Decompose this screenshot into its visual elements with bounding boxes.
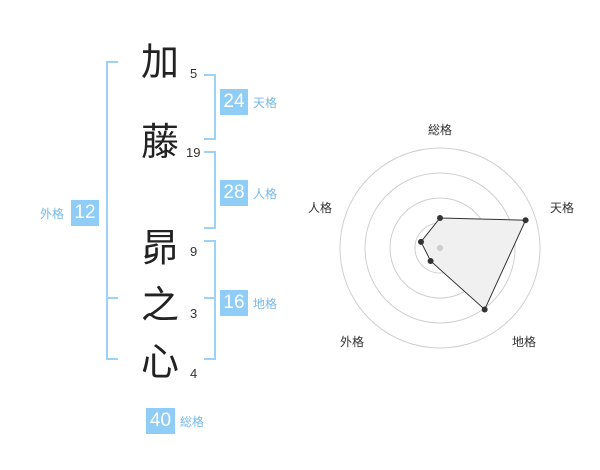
radar-point-4 (427, 257, 434, 264)
name-char-1: 加 (140, 40, 179, 84)
tenkaku-label: 天格 (253, 96, 278, 110)
gaikaku-label: 外格 (40, 207, 65, 221)
radar-center-dot (437, 245, 443, 251)
radar-area (420, 217, 527, 311)
gaikaku-bracket (106, 61, 118, 360)
chikaku-label: 地格 (253, 297, 278, 311)
name-char-2: 藤 (140, 120, 179, 164)
radar-chart: 総格 天格 地格 外格 人格 (308, 122, 574, 349)
axis-label-tenkaku: 天格 (550, 200, 574, 215)
name-char-5: 心 (140, 340, 179, 384)
radar-point-1 (437, 215, 443, 221)
axis-label-jinkaku: 人格 (308, 200, 332, 215)
jinkaku-bracket (204, 151, 216, 229)
tenkaku-bracket (204, 74, 216, 140)
radar-points (417, 215, 529, 313)
gaikaku-bracket-tick (106, 297, 118, 299)
radar-point-2 (522, 217, 529, 224)
name-char-4: 之 (140, 283, 179, 327)
jinkaku-label: 人格 (253, 187, 278, 201)
name-char-3: 昴 (140, 226, 179, 270)
soukaku-value: 40 (146, 408, 175, 434)
radar-point-3 (481, 306, 488, 313)
chikaku-value: 16 (220, 290, 248, 316)
axis-label-chikaku: 地格 (512, 334, 536, 349)
axis-label-gaikaku: 外格 (340, 334, 364, 349)
chikaku-bracket (204, 240, 216, 360)
tenkaku-value: 24 (220, 89, 248, 115)
radar-rings (339, 147, 541, 349)
stroke-count-3: 9 (190, 244, 198, 259)
gaikaku-value: 12 (71, 200, 99, 226)
stroke-count-1: 5 (190, 66, 198, 81)
stroke-count-4: 3 (190, 306, 198, 321)
soukaku-label: 総格 (180, 415, 205, 429)
stroke-count-5: 4 (190, 366, 198, 381)
radar-point-5 (417, 238, 424, 245)
stroke-count-2: 19 (186, 145, 201, 160)
radar-ring-3 (364, 172, 516, 324)
jinkaku-value: 28 (220, 180, 248, 206)
chikaku-bracket-tick (204, 297, 214, 299)
radar-ring-4 (339, 147, 541, 349)
axis-label-soukaku: 総格 (428, 122, 452, 137)
